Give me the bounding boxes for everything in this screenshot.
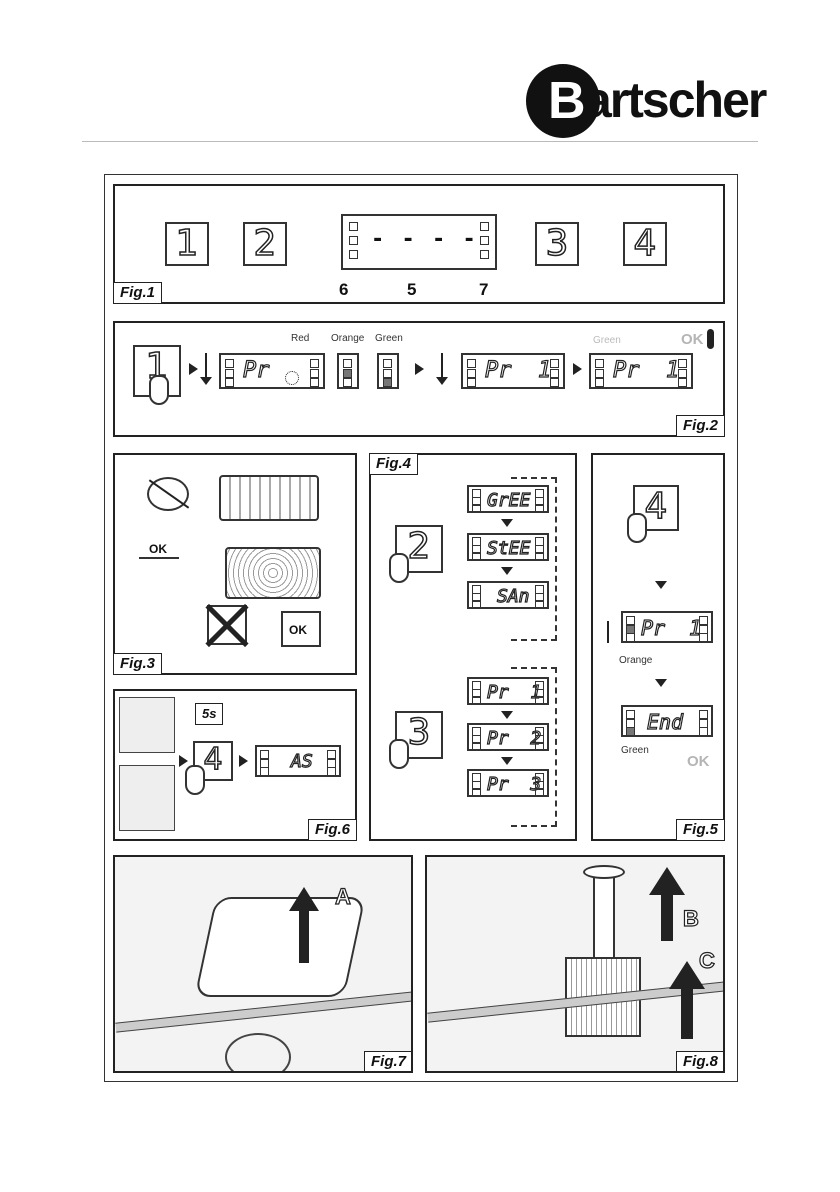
pump-pipe <box>593 871 615 971</box>
label-red: Red <box>291 333 309 345</box>
letter-b: B <box>683 907 699 931</box>
door-open-icon <box>119 697 175 753</box>
fig8-photo: B C Fig.8 <box>425 855 725 1073</box>
down-arrow-icon <box>205 353 207 379</box>
callout-6: 6 <box>339 280 348 300</box>
glass-rack-icon <box>225 547 321 599</box>
ok-small-label: OK <box>149 543 167 555</box>
callout-5: 5 <box>407 280 416 300</box>
lcd-end: End <box>621 705 713 737</box>
loop-dashed-line <box>511 477 557 641</box>
rack-lift-icon <box>119 765 175 831</box>
finger-icon <box>389 739 409 769</box>
finger-icon <box>389 553 409 583</box>
brand-logo: B artscher <box>526 64 756 140</box>
lcd-text: End <box>647 710 683 734</box>
loop-dashed-line <box>511 667 557 827</box>
ok-basket-label: OK <box>289 623 307 637</box>
arrow-up-icon <box>681 987 693 1039</box>
lcd-text: Pr <box>243 359 270 383</box>
header-divider <box>82 141 758 142</box>
display-dashes: - - - - <box>371 228 478 252</box>
fig7-label: Fig.7 <box>364 1051 413 1073</box>
fig6-label: Fig.6 <box>308 819 357 841</box>
finger-icon <box>149 375 169 405</box>
arrow-head-icon <box>436 377 448 385</box>
lcd-text: Pr 1 <box>641 616 701 640</box>
label-green: Green <box>621 745 649 757</box>
lcd-text: Pr 1 <box>485 359 551 383</box>
fig8-label: Fig.8 <box>676 1051 725 1073</box>
lcd-as: AS <box>255 745 341 777</box>
arrow-right-icon <box>239 755 248 767</box>
fig7-photo: A Fig.7 <box>113 855 413 1073</box>
glass-ok-icon <box>139 557 179 575</box>
control-display: - - - - <box>341 214 497 270</box>
lcd-pr-1-ready: Pr 1 <box>589 353 693 389</box>
lcd-text: Pr 1 <box>613 359 679 383</box>
letter-a: A <box>335 885 351 909</box>
lcd-text: AS <box>291 750 313 774</box>
fig2-label: Fig.2 <box>676 415 725 437</box>
fig3-label: Fig.3 <box>113 653 162 675</box>
arrow-down-icon <box>655 581 667 589</box>
lcd-pr-1-running: Pr 1 <box>621 611 713 643</box>
fig5-panel: 4 Pr 1 Orange End Green OK Fig.5 <box>591 453 725 841</box>
logo-initial: B <box>548 73 586 129</box>
fig6-panel: 5s 4 AS Fig.6 <box>113 689 357 841</box>
figure-sheet: 1 2 - - - - 3 4 6 5 7 Fig.1 1 Pr Red Ora… <box>104 174 738 1082</box>
arrow-right-icon <box>415 363 424 375</box>
lcd-pr-startup: Pr <box>219 353 325 389</box>
arrow-up-icon <box>661 893 673 941</box>
fig1-panel: 1 2 - - - - 3 4 6 5 7 Fig.1 <box>113 184 725 304</box>
fig4-panel: Fig.4 2 GrEE StEE SAn 3 Pr 1 <box>369 453 577 841</box>
ok-indicator: OK <box>681 331 704 349</box>
time-5s-label: 5s <box>195 703 223 725</box>
arrow-down-icon <box>655 679 667 687</box>
led-green-indicator <box>377 353 399 389</box>
spray-arm-bar <box>115 991 413 1032</box>
fig5-label: Fig.5 <box>676 819 725 841</box>
ok-indicator: OK <box>687 753 710 771</box>
plate-rack-icon <box>219 475 319 521</box>
key-3: 3 <box>535 222 579 266</box>
arrow-right-icon <box>189 363 198 375</box>
label-orange: Orange <box>619 655 652 667</box>
fig3-panel: OK OK Fig.3 <box>113 453 357 675</box>
key-2: 2 <box>243 222 287 266</box>
up-arrow-icon <box>607 621 609 643</box>
label-green-faded: Green <box>593 335 621 347</box>
pipe-top-cap <box>583 865 625 879</box>
led-orange-indicator <box>337 353 359 389</box>
arrow-head-icon <box>200 377 212 385</box>
sun-icon <box>285 371 299 385</box>
thermometer-icon <box>707 329 714 349</box>
logo-wordmark: artscher <box>584 70 765 130</box>
finger-icon <box>185 765 205 795</box>
cutlery-ok-basket-icon: OK <box>281 611 321 647</box>
label-orange: Orange <box>331 333 364 345</box>
letter-c: C <box>699 949 715 973</box>
filter-cover <box>194 897 365 997</box>
arrow-up-head <box>649 867 685 895</box>
finger-icon <box>627 513 647 543</box>
drain-ring <box>225 1033 291 1073</box>
lcd-pr-1: Pr 1 <box>461 353 565 389</box>
label-green: Green <box>375 333 403 345</box>
fig1-label: Fig.1 <box>113 282 162 304</box>
key-1: 1 <box>165 222 209 266</box>
arrow-right-icon <box>179 755 188 767</box>
arrow-up-head <box>289 887 319 911</box>
arrow-right-icon <box>573 363 582 375</box>
fig4-label: Fig.4 <box>369 453 418 475</box>
callout-7: 7 <box>479 280 488 300</box>
fig2-panel: 1 Pr Red Orange Green Pr 1 Green <box>113 321 725 437</box>
down-arrow-icon <box>441 353 443 379</box>
key-4: 4 <box>623 222 667 266</box>
arrow-up-icon <box>299 909 309 963</box>
